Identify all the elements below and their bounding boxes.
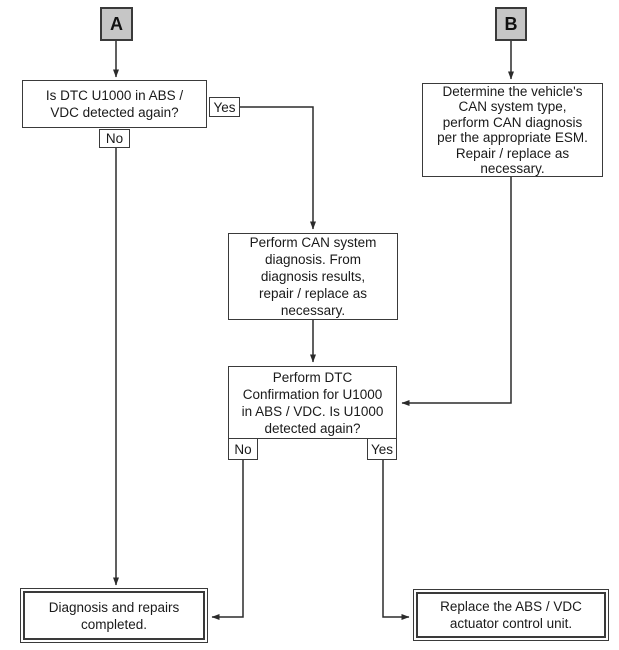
- edge-label-question-no: No: [99, 129, 130, 148]
- edge-label-confirmation-yes-text: Yes: [370, 441, 394, 457]
- process-determine-can-system-type: Determine the vehicle's CAN system type,…: [422, 83, 603, 177]
- connector-port-b: B: [495, 7, 527, 41]
- connector-port-a: A: [100, 7, 133, 41]
- process-perform-can-text: Perform CAN system diagnosis. From diagn…: [249, 235, 377, 318]
- edge-label-confirmation-no: No: [228, 438, 258, 460]
- edge-confirmation-yes-to-replace: [382, 460, 410, 620]
- decision-dtc-u1000-text: Is DTC U1000 in ABS / VDC detected again…: [45, 88, 184, 120]
- terminal-replace-actuator: Replace the ABS / VDC actuator control u…: [413, 589, 609, 641]
- edge-label-confirmation-yes: Yes: [367, 438, 397, 460]
- edge-label-confirmation-no-text: No: [234, 441, 252, 457]
- decision-dtc-confirmation-text: Perform DTC Confirmation for U1000 in AB…: [241, 369, 384, 436]
- terminal-diagnosis-completed-inner: Diagnosis and repairs completed.: [23, 591, 205, 640]
- decision-dtc-u1000-detected-again: Is DTC U1000 in ABS / VDC detected again…: [22, 80, 207, 128]
- connector-port-a-label: A: [110, 13, 123, 34]
- terminal-diagnosis-completed: Diagnosis and repairs completed.: [20, 588, 208, 643]
- edge-confirmation-no-to-completed: [211, 460, 244, 620]
- decision-dtc-confirmation: Perform DTC Confirmation for U1000 in AB…: [228, 366, 397, 439]
- edge-label-question-yes: Yes: [209, 97, 240, 117]
- connector-port-b-label: B: [504, 13, 518, 34]
- edge-question-yes-to-can-diagnosis: [240, 106, 316, 230]
- edge-label-question-no-text: No: [105, 131, 124, 146]
- process-perform-can-diagnosis: Perform CAN system diagnosis. From diagn…: [228, 233, 398, 320]
- terminal-diagnosis-completed-text: Diagnosis and repairs completed.: [48, 599, 180, 632]
- process-determine-can-text: Determine the vehicle's CAN system type,…: [437, 83, 588, 177]
- edge-label-question-yes-text: Yes: [213, 99, 236, 115]
- edge-determine-to-confirmation: [401, 177, 512, 406]
- terminal-replace-actuator-text: Replace the ABS / VDC actuator control u…: [440, 599, 582, 631]
- terminal-replace-actuator-inner: Replace the ABS / VDC actuator control u…: [416, 592, 606, 638]
